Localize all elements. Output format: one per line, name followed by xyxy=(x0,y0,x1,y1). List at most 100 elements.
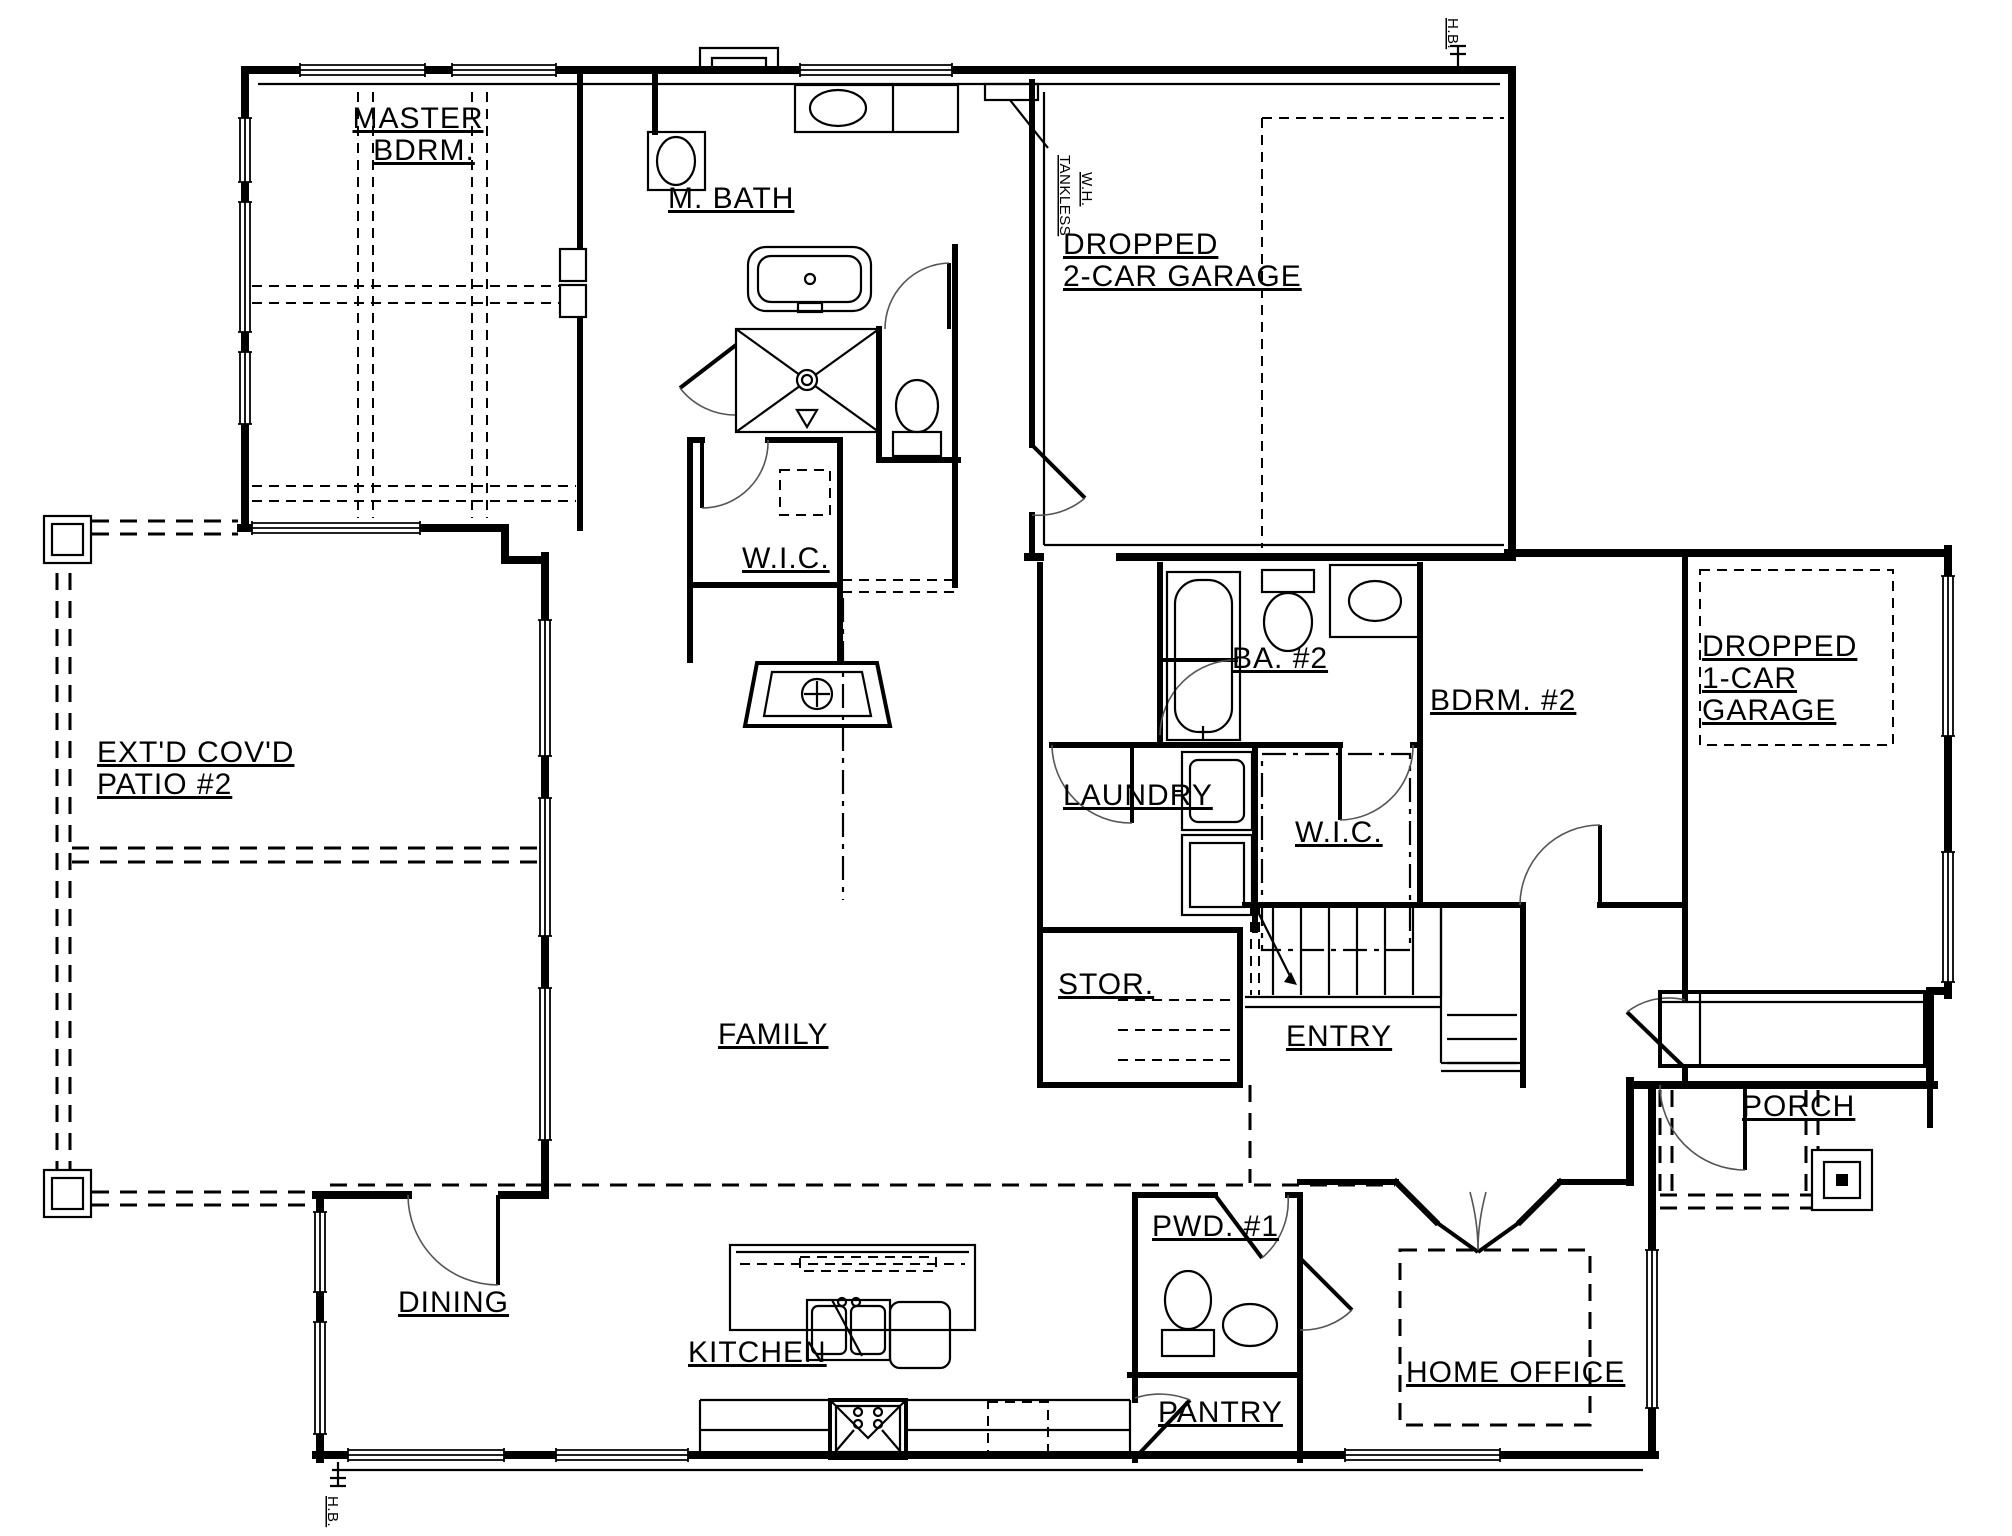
refrigerator-dashed xyxy=(987,1401,1049,1457)
room-label-mbath: M. BATH xyxy=(668,182,794,215)
room-label-kitchen: KITCHEN xyxy=(688,1336,827,1369)
dining-patio-door xyxy=(407,1194,500,1286)
room-label-entry: ENTRY xyxy=(1286,1020,1392,1053)
garage-door-panel xyxy=(1941,851,1955,983)
sink-basin xyxy=(849,1304,887,1356)
staircase xyxy=(1245,905,1523,1073)
doors xyxy=(407,247,1747,1460)
room-label-master-2: BDRM. xyxy=(373,134,475,167)
kitchen-island xyxy=(728,1243,977,1370)
window xyxy=(555,1448,689,1462)
fixtures xyxy=(330,44,1933,1488)
room-label-patio-2: PATIO #2 xyxy=(97,768,232,801)
room-label-wic2: W.I.C. xyxy=(1295,816,1383,849)
room-label-garage2-2: 2-CAR GARAGE xyxy=(1063,260,1302,293)
room-label-garage2-1: DROPPED xyxy=(1063,228,1218,261)
room-label-garage1-3: GARAGE xyxy=(1702,694,1836,727)
pwd1-door xyxy=(1213,1193,1290,1260)
fireplace-fixture xyxy=(742,661,893,728)
front-door xyxy=(1659,1084,1747,1171)
garage-workbench xyxy=(1658,990,1927,1068)
window xyxy=(538,619,552,757)
window xyxy=(251,521,421,535)
room-label-family: FAMILY xyxy=(718,1018,828,1051)
laundry-door xyxy=(1051,744,1134,824)
hose-bib-marker xyxy=(330,1462,346,1488)
room-label-garage1-1: DROPPED xyxy=(1702,630,1857,663)
hall-closet-door xyxy=(1298,1256,1354,1331)
window xyxy=(799,63,953,77)
window xyxy=(1941,575,1955,737)
room-label-pantry: PANTRY xyxy=(1158,1396,1283,1429)
room-label-wic-master: W.I.C. xyxy=(742,542,830,575)
room-label-ba2: BA. #2 xyxy=(1232,642,1328,675)
tankless-label-1: TANKLESS xyxy=(1056,155,1073,236)
window xyxy=(299,63,426,77)
hose-bib-label-top: H.B. xyxy=(1444,18,1461,49)
vanity-sink xyxy=(1328,563,1422,639)
window xyxy=(313,1321,327,1435)
room-label-home-office: HOME OFFICE xyxy=(1406,1356,1625,1389)
room-label-stor: STOR. xyxy=(1058,968,1154,1001)
wic2-dashdot xyxy=(1260,752,1412,952)
wic-dashed-shelf xyxy=(779,469,831,516)
window xyxy=(238,201,252,333)
garage-dropped-slab-dashed xyxy=(1261,117,1894,746)
utility-sink xyxy=(1174,750,1254,832)
window xyxy=(238,117,252,183)
dishwasher-fixture xyxy=(888,1300,952,1370)
room-label-porch: PORCH xyxy=(1742,1090,1855,1123)
hose-bib-label-bottom: H.B. xyxy=(324,1496,341,1527)
tankless-label-2: W.H. xyxy=(1078,172,1095,207)
room-label-laundry: LAUNDRY xyxy=(1063,779,1213,812)
garage2-service-door xyxy=(1030,443,1087,517)
shower-door xyxy=(678,343,738,416)
window xyxy=(538,987,552,1141)
range-fixture xyxy=(828,1398,908,1460)
hose-bib-marker xyxy=(1450,44,1466,70)
window xyxy=(238,351,252,425)
ceiling-break-lines xyxy=(330,579,1395,1187)
window xyxy=(1645,1249,1659,1409)
window xyxy=(451,63,557,77)
room-label-dining: DINING xyxy=(398,1286,509,1319)
garage1-entry-door xyxy=(1625,997,1687,1070)
washer-fixture xyxy=(1180,833,1254,917)
vanity-sink xyxy=(793,83,960,134)
room-label-master-1: MASTER xyxy=(352,102,483,135)
room-label-garage1-2: 1-CAR xyxy=(1702,662,1797,695)
master-tray-ceiling-dashed xyxy=(252,92,576,518)
home-office-ceiling-dashed xyxy=(1398,1248,1592,1427)
bdrm2-door xyxy=(1519,824,1602,906)
pwd-sink xyxy=(1221,1302,1279,1348)
windows xyxy=(238,63,1955,1462)
sink-basin xyxy=(810,1304,848,1356)
window xyxy=(538,797,552,937)
bathtub-fixture xyxy=(1165,570,1242,742)
toilet-room-door xyxy=(884,262,951,330)
room-labels: MASTER BDRM. M. BATH DROPPED 2-CAR GARAG… xyxy=(97,102,1857,1429)
kitchen-counter xyxy=(698,1398,1132,1455)
wic-master-door xyxy=(700,439,769,509)
toilet-fixture xyxy=(1160,1269,1216,1358)
porch-post xyxy=(1810,1082,1933,1212)
toilet-fixture xyxy=(891,378,943,458)
window xyxy=(1344,1448,1501,1462)
room-label-patio-1: EXT'D COV'D xyxy=(97,736,294,769)
vanity-sink xyxy=(646,130,707,192)
storage-shelves-dashed xyxy=(1118,999,1236,1061)
window xyxy=(347,1448,505,1462)
toilet-fixture xyxy=(1260,568,1316,653)
master-double-doors xyxy=(558,247,588,319)
tankless-water-heater xyxy=(983,82,1049,149)
small-annotations: TANKLESS W.H. H.B. H.B. xyxy=(324,18,1461,1527)
ba2-door xyxy=(1159,658,1239,736)
stair-direction-arrow xyxy=(1284,972,1297,985)
room-label-pwd1: PWD. #1 xyxy=(1152,1210,1279,1243)
pantry-door xyxy=(1133,1393,1192,1460)
shower-fixture xyxy=(734,327,881,434)
wic2-door xyxy=(1338,744,1414,821)
patio-dashed-outline xyxy=(42,514,543,1219)
